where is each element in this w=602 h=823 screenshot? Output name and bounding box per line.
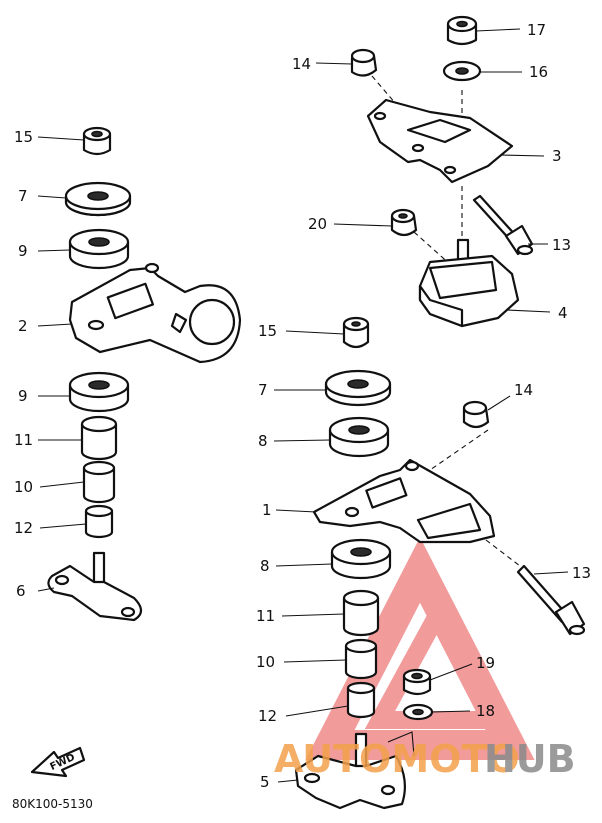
nut-part-20 xyxy=(390,208,418,237)
cap-part-14-upper xyxy=(350,48,378,77)
callout-5: 5 xyxy=(260,773,270,791)
callout-7-left: 7 xyxy=(18,187,28,205)
collar-part-10-right xyxy=(344,638,378,680)
bracket-part-2 xyxy=(68,262,242,364)
callout-15-left: 15 xyxy=(14,128,33,146)
damper-part-8-lower xyxy=(330,538,392,580)
nut-part-17 xyxy=(446,15,478,46)
bolt-part-13-upper xyxy=(472,194,534,256)
watermark-text: AUTOMOTO HUB xyxy=(274,737,576,781)
collar-part-12-right xyxy=(346,681,376,719)
callout-1: 1 xyxy=(262,501,272,519)
callout-20: 20 xyxy=(308,215,327,233)
washer-part-7-left xyxy=(64,181,132,217)
fwd-arrow-icon: FWD xyxy=(30,746,86,778)
damper-part-9-lower xyxy=(68,371,130,413)
callout-11-right: 11 xyxy=(256,607,275,625)
stay-part-5 xyxy=(294,731,415,810)
callout-10-left: 10 xyxy=(14,478,33,496)
nut-part-19 xyxy=(402,668,432,696)
callout-3: 3 xyxy=(552,147,562,165)
callout-8-lower: 8 xyxy=(260,557,270,575)
callout-4: 4 xyxy=(558,304,568,322)
washer-part-16 xyxy=(442,60,482,82)
washer-part-7-right xyxy=(324,369,392,407)
mount-part-4 xyxy=(418,238,520,328)
callout-18: 18 xyxy=(476,702,495,720)
collar-part-11-right xyxy=(342,589,380,637)
callout-19: 19 xyxy=(476,654,495,672)
bracket-part-3 xyxy=(366,98,514,184)
diagram-code: 80K100-5130 xyxy=(12,797,93,811)
collar-part-10-left xyxy=(82,460,116,504)
callout-12-left: 12 xyxy=(14,519,33,537)
callout-15-right: 15 xyxy=(258,322,277,340)
washer-part-18 xyxy=(402,703,434,721)
stay-part-6 xyxy=(47,551,143,622)
callout-13-lower: 13 xyxy=(572,564,591,582)
callout-9-lower: 9 xyxy=(18,387,28,405)
callout-14-upper: 14 xyxy=(292,55,311,73)
callout-14-lower: 14 xyxy=(514,381,533,399)
collar-part-11-left xyxy=(80,415,118,461)
nut-part-15-left xyxy=(82,126,112,156)
callout-2: 2 xyxy=(18,317,28,335)
damper-part-9-upper xyxy=(68,228,130,270)
callout-9-upper: 9 xyxy=(18,242,28,260)
callout-8-upper: 8 xyxy=(258,432,268,450)
callout-11-left: 11 xyxy=(14,431,33,449)
watermark-part1: AUTOMOTO xyxy=(274,737,520,781)
callout-13-upper: 13 xyxy=(552,236,571,254)
callout-17: 17 xyxy=(527,21,546,39)
bracket-part-1 xyxy=(312,458,496,544)
nut-part-15-right xyxy=(342,316,370,349)
collar-part-12-left xyxy=(84,504,114,539)
bolt-part-13-lower xyxy=(516,564,586,636)
callout-10-right: 10 xyxy=(256,653,275,671)
cap-part-14-lower xyxy=(462,400,490,429)
callout-12-right: 12 xyxy=(258,707,277,725)
watermark-part2: HUB xyxy=(484,737,576,781)
callout-7-right: 7 xyxy=(258,381,268,399)
damper-part-8-upper xyxy=(328,416,390,458)
callout-16: 16 xyxy=(529,63,548,81)
callout-6: 6 xyxy=(16,582,26,600)
